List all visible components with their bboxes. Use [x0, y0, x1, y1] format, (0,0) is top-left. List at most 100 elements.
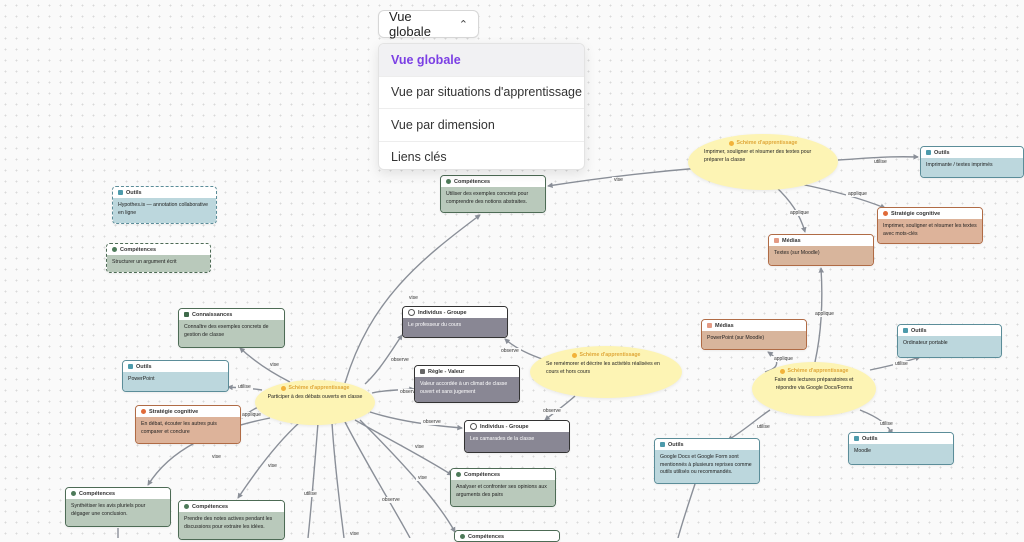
menu-item-vue-globale[interactable]: Vue globale	[379, 44, 584, 77]
node-comp-synthetiser[interactable]: Compétences Synthétiser les avis pluriel…	[65, 487, 171, 527]
node-outils-moodle[interactable]: Outils Moodle	[848, 432, 954, 465]
node-type-label: Outils	[136, 363, 152, 370]
scheme-icon	[779, 368, 785, 374]
node-text: Prendre des notes actives pendant les di…	[179, 512, 284, 539]
menu-item-vue-situations[interactable]: Vue par situations d'apprentissage	[379, 77, 584, 109]
edge-label-utilise: utilise	[236, 384, 253, 390]
node-outils-powerpoint[interactable]: Outils PowerPoint	[122, 360, 229, 392]
edge-label-utilise: utilise	[878, 421, 895, 427]
node-outils-hypothes[interactable]: Outils Hypothes.is — annotation collabor…	[112, 186, 217, 224]
node-type-label: Outils	[862, 435, 878, 442]
competence-icon	[112, 247, 117, 252]
individual-icon	[470, 423, 477, 430]
node-text: Connaître des exemples concrets de gesti…	[179, 320, 284, 347]
node-type-label: Outils	[911, 327, 927, 334]
node-type-label: Outils	[126, 189, 142, 196]
strategy-icon	[141, 409, 146, 414]
node-text: PowerPoint (sur Moodle)	[702, 331, 806, 349]
node-text: Se remémorer et décrire les activités ré…	[546, 361, 660, 375]
node-text: Les camarades de la classe	[465, 432, 569, 452]
edge-participer-down2	[331, 422, 345, 538]
node-type-label: Médias	[782, 237, 801, 244]
node-type-label: Outils	[934, 149, 950, 156]
node-type-label: Schème d'apprentissage	[736, 140, 798, 146]
media-icon	[707, 323, 712, 328]
competence-icon	[460, 534, 465, 539]
edge-label-observe: observe	[389, 357, 411, 363]
node-text: Utiliser des exemples concrets pour comp…	[441, 187, 545, 212]
node-comp-analyser[interactable]: Compétences Analyser et confronter ses o…	[450, 468, 556, 507]
node-comp-argument[interactable]: Compétences Structurer un argument écrit	[106, 243, 211, 273]
node-regle-valeur[interactable]: Règle - Valeur Valeur accordée à un clim…	[414, 365, 520, 403]
node-text: Imprimante / textes imprimés	[921, 158, 1023, 177]
node-text: Participer à des débats ouverts en class…	[267, 394, 363, 400]
edge-participer-down3	[344, 421, 411, 538]
node-text: PowerPoint	[123, 372, 228, 391]
individual-icon	[408, 309, 415, 316]
node-type-label: Schème d'apprentissage	[288, 385, 350, 391]
node-sa-memoriser[interactable]: Schème d'apprentissage Se remémorer et d…	[530, 346, 682, 398]
edge-google-down	[677, 483, 696, 538]
edge-participer-prendre	[237, 421, 301, 499]
media-icon	[774, 238, 779, 243]
node-type-label: Schème d'apprentissage	[787, 368, 849, 374]
node-text: En débat, écouter les autres puis compar…	[136, 417, 240, 443]
node-strat-debat[interactable]: Stratégie cognitive En débat, écouter le…	[135, 405, 241, 444]
node-type-label: Schème d'apprentissage	[579, 352, 641, 358]
scheme-icon	[571, 352, 577, 358]
node-text: Structurer un argument écrit	[107, 255, 210, 272]
node-medias-powerpoint[interactable]: Médias PowerPoint (sur Moodle)	[701, 319, 807, 350]
scheme-icon	[728, 140, 734, 146]
node-outils-ordinateur[interactable]: Outils Ordinateur portable	[897, 324, 1002, 358]
edge-imprimer-imprimante	[837, 154, 919, 161]
node-strat-imprimer[interactable]: Stratégie cognitive Imprimer, souligner …	[877, 207, 983, 244]
node-type-label: Compétences	[79, 490, 116, 497]
node-sa-lectures[interactable]: Schème d'apprentissage Faire des lecture…	[752, 362, 876, 416]
node-type-label: Connaissances	[192, 311, 233, 318]
node-outils-imprimante[interactable]: Outils Imprimante / textes imprimés	[920, 146, 1024, 178]
node-text: Hypothes.is — annotation collaborative e…	[113, 198, 216, 223]
tool-icon	[128, 364, 133, 369]
tool-icon	[926, 150, 931, 155]
edge-label-vise: vise	[612, 177, 625, 183]
view-selector-button[interactable]: Vue globale ⌃	[378, 9, 479, 39]
edge-label-vise: vise	[266, 463, 279, 469]
node-type-label: Individus - Groupe	[480, 423, 529, 430]
strategy-icon	[883, 211, 888, 216]
node-medias-textes[interactable]: Médias Textes (sur Moodle)	[768, 234, 874, 266]
node-ind-professeur[interactable]: Individus - Groupe Le professeur du cour…	[402, 306, 508, 338]
competence-icon	[71, 491, 76, 496]
menu-item-vue-dimension[interactable]: Vue par dimension	[379, 109, 584, 142]
edge-label-vise: vise	[416, 475, 429, 481]
edge-participer-camarades	[369, 411, 463, 431]
node-ind-camarades[interactable]: Individus - Groupe Les camarades de la c…	[464, 420, 570, 453]
node-sa-imprimer[interactable]: Schème d'apprentissage Imprimer, soulign…	[688, 134, 838, 190]
node-type-label: Médias	[715, 322, 734, 329]
edge-label-observe: observe	[380, 497, 402, 503]
tool-icon	[118, 190, 123, 195]
node-comp-prendre[interactable]: Compétences Prendre des notes actives pe…	[178, 500, 285, 540]
menu-item-liens-cles[interactable]: Liens clés	[391, 150, 447, 165]
node-type-label: Compétences	[468, 533, 505, 540]
edge-participer-comp-exemples	[344, 214, 481, 384]
node-comp-partial[interactable]: Compétences	[454, 530, 560, 542]
node-outils-google[interactable]: Outils Google Docs et Google Form sont m…	[654, 438, 760, 484]
view-dropdown-menu: Vue globale Vue par situations d'apprent…	[378, 43, 585, 170]
node-type-label: Règle - Valeur	[428, 368, 465, 375]
node-type-label: Outils	[668, 441, 684, 448]
edge-imprimer-comp-exemples	[547, 167, 701, 189]
edge-imprimer-textes	[774, 185, 807, 233]
edge-label-observe: observe	[398, 389, 420, 395]
node-conn-exemples[interactable]: Connaissances Connaître des exemples con…	[178, 308, 285, 348]
tool-icon	[660, 442, 665, 447]
node-type-label: Stratégie cognitive	[149, 408, 199, 415]
edge-label-vise: vise	[348, 531, 361, 537]
tool-icon	[903, 328, 908, 333]
node-comp-exemples[interactable]: Compétences Utiliser des exemples concre…	[440, 175, 546, 213]
node-type-label: Compétences	[192, 503, 229, 510]
edge-label-utilise: utilise	[893, 361, 910, 367]
edge-label-applique: applique	[788, 210, 811, 216]
node-text: Analyser et confronter ses opinions aux …	[451, 480, 555, 506]
node-sa-participer[interactable]: Schème d'apprentissage Participer à des …	[255, 380, 375, 425]
node-text: Le professeur du cours	[403, 318, 507, 337]
